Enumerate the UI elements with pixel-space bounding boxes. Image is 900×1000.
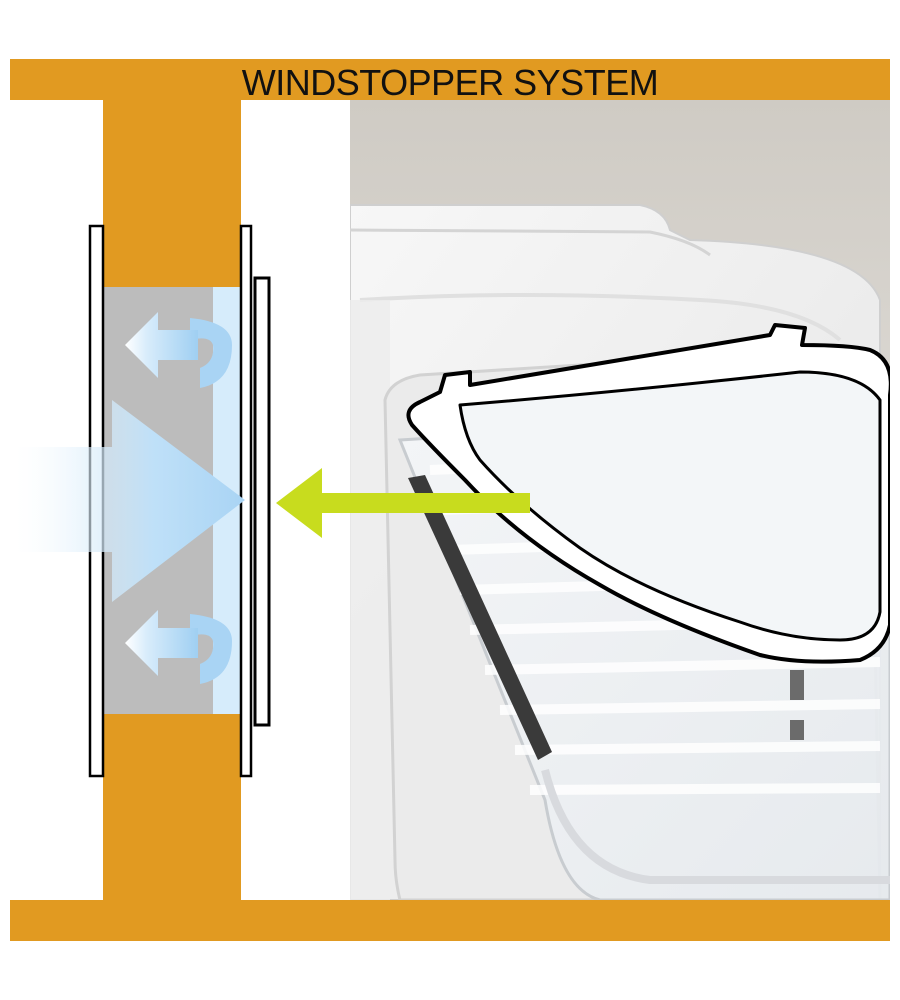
curved-arrow-icon xyxy=(125,312,232,388)
seal-strip-left xyxy=(408,475,552,760)
right-arrow-icon xyxy=(15,400,245,602)
left-arrow-icon xyxy=(276,468,530,538)
product-illustration xyxy=(350,100,890,900)
bottom-bar xyxy=(10,900,890,941)
top-bar xyxy=(10,59,890,100)
diagram-title: WINDSTOPPER SYSTEM xyxy=(242,62,658,103)
curved-arrow-icon xyxy=(125,610,232,684)
windstopper-plate xyxy=(253,276,271,727)
